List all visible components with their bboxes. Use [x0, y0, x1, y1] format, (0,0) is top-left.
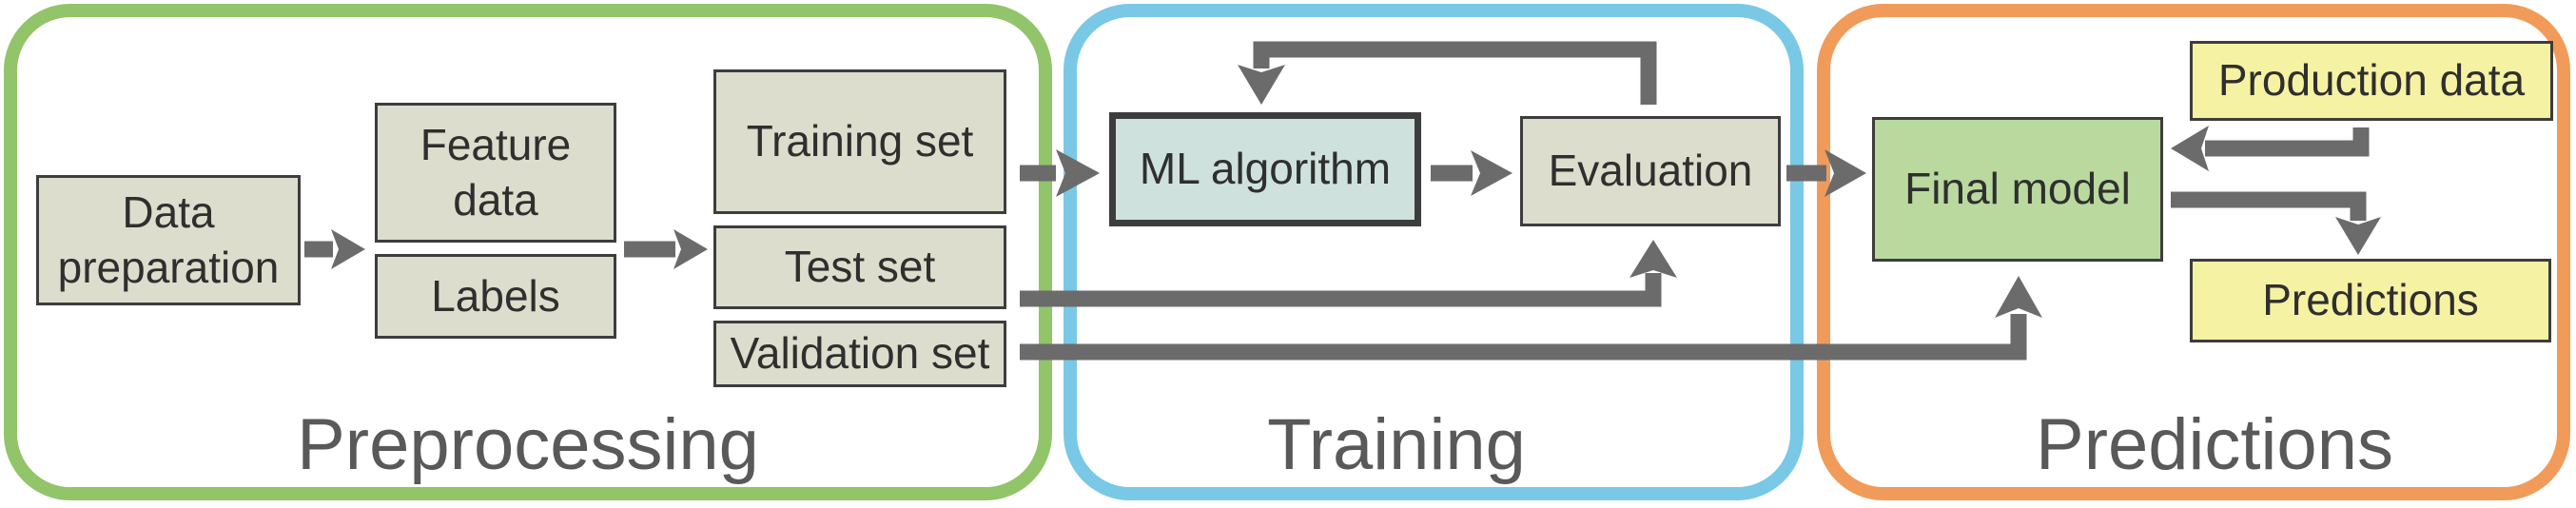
arrow-test-set-to-evaluation [1020, 273, 1662, 307]
arrowhead [2335, 217, 2381, 255]
feature-data-box: Feature data [375, 103, 616, 243]
validation-set-box: Validation set [713, 321, 1006, 387]
arrow-production-to-final [2205, 127, 2370, 157]
training-panel [1064, 4, 1804, 500]
preprocessing-title: Preprocessing [297, 404, 759, 485]
arrow-validation-to-final [1020, 314, 2027, 361]
evaluation-label: Evaluation [1548, 146, 1753, 196]
labels-box: Labels [375, 254, 616, 339]
arrowhead [1995, 276, 2042, 318]
production-data-box: Production data [2190, 41, 2553, 121]
preprocessing-panel [4, 4, 1052, 500]
arrow-final-to-predictions [2171, 191, 2367, 221]
arrowhead [1471, 150, 1512, 196]
validation-set-label: Validation set [730, 328, 990, 379]
ml-algorithm-label: ML algorithm [1139, 144, 1392, 194]
arrowhead [1238, 65, 1285, 105]
predictions-box: Predictions [2190, 259, 2551, 342]
arrow-evaluation-loop [1253, 41, 1657, 105]
labels-label: Labels [431, 270, 560, 321]
arrowhead [1056, 149, 1100, 197]
evaluation-box: Evaluation [1520, 116, 1781, 226]
feature-data-label: Feature data [420, 120, 572, 225]
arrowhead [331, 229, 365, 269]
final-model-box: Final model [1872, 117, 2163, 262]
test-set-box: Test set [713, 225, 1006, 309]
training-title: Training [1267, 404, 1526, 485]
data-preparation-label: Data preparation [57, 187, 280, 292]
training-set-label: Training set [746, 116, 974, 166]
training-set-box: Training set [713, 69, 1006, 214]
predictions-title: Predictions [2036, 404, 2393, 485]
arrowhead [1630, 240, 1677, 278]
arrowhead [1825, 149, 1866, 197]
production-data-label: Production data [2217, 55, 2526, 106]
ml-algorithm-box: ML algorithm [1109, 112, 1421, 226]
predictions-label: Predictions [2262, 275, 2479, 325]
arrowhead [2171, 126, 2209, 171]
data-preparation-box: Data preparation [36, 175, 301, 305]
test-set-label: Test set [784, 242, 936, 292]
predictions-panel [1817, 4, 2570, 500]
final-model-label: Final model [1904, 164, 2131, 214]
arrowhead [673, 229, 708, 269]
